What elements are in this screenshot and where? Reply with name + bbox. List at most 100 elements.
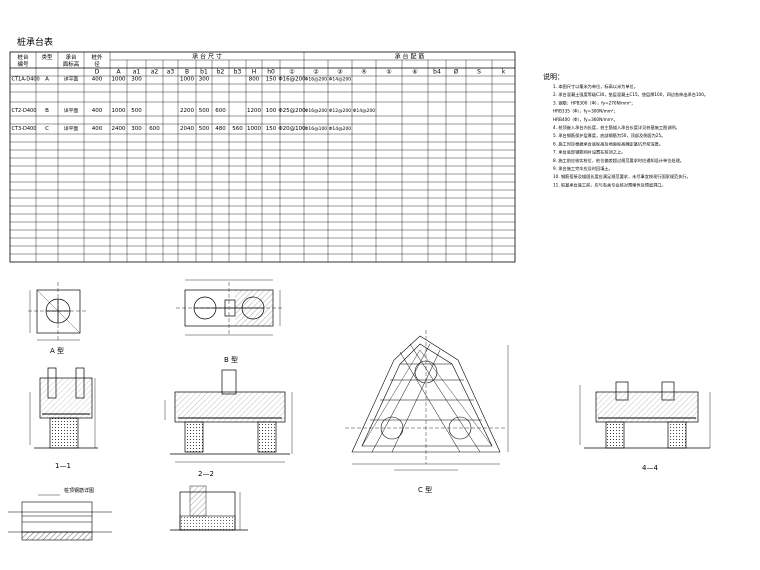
section-1-1 (29, 367, 98, 449)
sub-header: k (502, 69, 506, 76)
table-cell: 400 (92, 108, 103, 114)
sub-header: D (95, 69, 100, 76)
table-cell: 300 (131, 126, 142, 132)
sub-header: A (116, 69, 121, 76)
sub-header: S (477, 69, 481, 76)
note-line: 10. 钢筋搭接及锚固长度应满足规范要求，未尽事宜按现行国家规范执行。 (553, 173, 691, 180)
sub-header: b2 (217, 69, 225, 76)
table-cell: 500 (199, 126, 210, 132)
sub-header: ③ (337, 69, 342, 76)
plan-view-a (28, 282, 88, 342)
note-line: 4. 桩顶嵌入承台内长度，桩主筋锚入承台长度详见桩基施工图说明。 (553, 124, 680, 131)
table-cell: Φ12@200 (329, 108, 351, 114)
table-cell: 1000 (112, 77, 126, 83)
row-elevation: 详平面 (64, 125, 79, 132)
note-line: 3. 钢筋：HPB300（Φ），fy=270N/mm²； (553, 99, 635, 106)
table-cell: 2040 (180, 126, 194, 132)
header-cap-elev-line1: 承台 (65, 53, 77, 61)
table-cell: 300 (199, 77, 210, 83)
sub-header: H (252, 69, 257, 76)
header-type-line1: 类型 (41, 53, 53, 61)
row-type: B (45, 108, 49, 114)
note-line: 1. 本图尺寸以毫米为单位，标高以米为单位。 (553, 83, 638, 90)
table-cell: 400 (92, 77, 103, 83)
note-line: 7. 承台底部钢筋网片设置在桩顶之上。 (553, 149, 625, 156)
sub-header: ⑤ (386, 69, 391, 76)
sub-header: b4 (433, 69, 441, 76)
header-pile-dia-line1: 桩外 (91, 53, 103, 61)
table-cell: 500 (131, 108, 142, 114)
table-cell: 400 (92, 126, 103, 132)
header-cap-elev-line2: 面标高 (63, 60, 80, 68)
header-pile-no-line1: 桩台 (17, 53, 29, 61)
view-c-label: C 型 (418, 485, 432, 494)
sub-header: a3 (167, 69, 175, 76)
notes-title: 说明： (543, 72, 564, 81)
table-cell: 1000 (112, 108, 126, 114)
table-cell: 1200 (247, 108, 261, 114)
section-4-label: 4—4 (642, 464, 658, 472)
table-cell: 500 (199, 108, 210, 114)
sub-header: b3 (234, 69, 242, 76)
design-notes: 1. 本图尺寸以毫米为单位，标高以米为单位。2. 承台混凝土强度等级C30，垫层… (553, 83, 708, 188)
header-pile-no-line2: 编号 (17, 60, 29, 68)
row-type: A (45, 77, 49, 83)
pile-top-detail (8, 494, 112, 541)
sub-header: ④ (361, 69, 366, 76)
table-cell: 600 (149, 126, 160, 132)
view-a-label: A 型 (50, 346, 64, 355)
table-cell: Φ16@200 (278, 77, 306, 83)
table-cell: 2200 (180, 108, 194, 114)
row-code: CT2-D400 (12, 108, 37, 114)
sub-header: Ø (454, 69, 459, 76)
table-cell: 150 (266, 126, 277, 132)
table-cell: 1000 (180, 77, 194, 83)
header-pile-dia-line2: 径 (94, 60, 100, 68)
section-4-4 (579, 381, 711, 449)
detail-label: 桩顶钢筋详图 (64, 487, 94, 494)
section-1-label: 1—1 (55, 462, 71, 470)
table-cell: Φ14@200 (329, 126, 351, 132)
section-b-elevation (164, 369, 293, 463)
table-cell: 2400 (112, 126, 126, 132)
header-dims-group: 承 台 尺 寸 (192, 53, 222, 61)
table-cell: Φ20@100 (278, 126, 306, 132)
sub-header: B (185, 69, 189, 76)
row-code: CT3-D400 (12, 126, 37, 132)
table-cell: 800 (249, 77, 260, 83)
plan-view-b (176, 279, 283, 336)
sub-header: ① (289, 69, 294, 76)
sub-header: ② (313, 69, 319, 76)
sub-header: a2 (151, 69, 159, 76)
table-cell: 300 (131, 77, 142, 83)
table-cell: 480 (215, 126, 226, 132)
table-cell: 100 (266, 108, 277, 114)
note-line: HRB335（Φ），fy=300N/mm²； (553, 109, 618, 115)
view-b-label: B 型 (224, 355, 238, 364)
header-rebar-group: 承 台 配 筋 (395, 53, 425, 61)
note-line: 11. 桩基承台施工前，应与有关专业核对预埋件及预留洞口。 (553, 181, 666, 188)
section-2-2 (170, 485, 248, 531)
table-cell: Φ25@200 (278, 108, 306, 114)
sub-header: ⑥ (412, 69, 417, 76)
row-elevation: 详平面 (64, 76, 79, 83)
note-line: HRB400（Φ），fy=360N/mm²。 (553, 117, 618, 123)
note-line: 6. 施工时应根据承台底标高及地面标高确定基坑开挖深度。 (553, 140, 663, 147)
sub-header: h0 (267, 69, 275, 76)
note-line: 9. 承台施工完毕应及时回填土。 (553, 165, 613, 172)
sub-header: b1 (200, 69, 208, 76)
table-cell: 560 (232, 126, 243, 132)
table-cell: Φ14@200 (329, 77, 351, 83)
note-line: 5. 承台钢筋保护层厚度，底部钢筋为50，顶部及侧面为25。 (553, 132, 665, 139)
sub-header: a1 (133, 69, 141, 76)
note-line: 8. 施工前应核实桩位，桩位偏差超过规范要求时应通知设计单位处理。 (553, 157, 684, 164)
row-type: C (45, 126, 49, 132)
table-cell: 150 (266, 77, 277, 83)
section-2-label: 2—2 (198, 470, 214, 478)
row-elevation: 详平面 (64, 107, 79, 114)
table-cell: Φ16@100 (305, 126, 327, 132)
table-cell: 600 (215, 108, 226, 114)
note-line: 2. 承台混凝土强度等级C30，垫层混凝土C15，垫层厚100，四边各伸出承台1… (553, 91, 708, 98)
